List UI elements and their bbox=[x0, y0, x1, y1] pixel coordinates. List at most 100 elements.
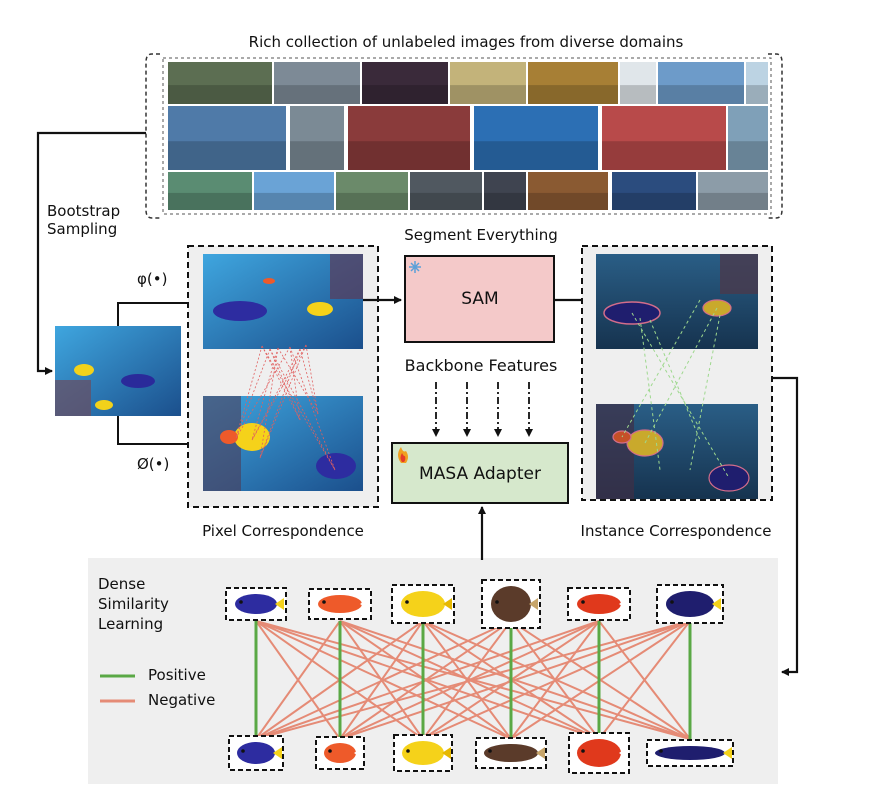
image-thumbnails bbox=[168, 62, 768, 210]
fish-tail bbox=[712, 598, 721, 610]
thumbnail-image bbox=[168, 172, 252, 210]
fish-body bbox=[491, 586, 531, 622]
thumbnail-shade bbox=[698, 192, 768, 210]
collection-bracket bbox=[145, 53, 160, 219]
pixel-match-line bbox=[259, 347, 279, 459]
thumbnail-shade bbox=[290, 141, 344, 170]
negative-line bbox=[598, 620, 691, 740]
fish-eye bbox=[581, 749, 585, 753]
sam-box bbox=[404, 255, 555, 343]
fish-eye bbox=[328, 749, 332, 753]
fish-body bbox=[237, 742, 275, 764]
dense-label-3: Learning bbox=[98, 615, 164, 633]
fish-tail bbox=[442, 747, 451, 759]
fish-body bbox=[484, 744, 538, 762]
negative-line bbox=[422, 620, 512, 740]
thumbnail-image bbox=[658, 62, 744, 104]
fish-eye bbox=[406, 749, 410, 753]
instance-match-line bbox=[644, 307, 718, 444]
fish-tail bbox=[619, 747, 628, 759]
thumbnail-image bbox=[484, 172, 526, 210]
fish-eye bbox=[581, 600, 585, 604]
fish-eye bbox=[659, 749, 663, 753]
fish-tail bbox=[275, 598, 284, 610]
thumbnail-shade bbox=[362, 85, 448, 104]
pixel-match-line bbox=[269, 348, 336, 471]
fish-body bbox=[402, 741, 444, 765]
thumbnail-shade bbox=[450, 85, 526, 104]
thumbnail-image bbox=[348, 106, 470, 170]
fish-eye bbox=[241, 749, 245, 753]
fish-body bbox=[318, 595, 362, 613]
negative-line bbox=[255, 620, 341, 740]
fish-eye bbox=[495, 600, 499, 604]
thumbnail-image bbox=[254, 172, 334, 210]
pixel-correspondence-lines bbox=[235, 344, 336, 471]
thumbnail-shade bbox=[728, 141, 768, 170]
pixel-match-line bbox=[277, 347, 319, 415]
instance-match-line bbox=[649, 319, 701, 441]
snowflake-icon bbox=[409, 261, 421, 273]
pixel-match-line bbox=[299, 348, 319, 415]
thumbnail-shade bbox=[274, 85, 360, 104]
fish-tail bbox=[536, 747, 545, 759]
thumbnail-image bbox=[474, 106, 598, 170]
thumbnail-image bbox=[528, 172, 608, 210]
segment-everything-label: Segment Everything bbox=[404, 226, 558, 244]
instance-match-line bbox=[621, 299, 701, 438]
thumbnail-shade bbox=[410, 192, 482, 210]
thumbnail-shade bbox=[620, 85, 656, 104]
thumbnail-shade bbox=[168, 192, 252, 210]
legend-positive-label: Positive bbox=[148, 666, 206, 684]
thumbnail-shade bbox=[336, 192, 408, 210]
thumbnail-image bbox=[168, 106, 286, 170]
pixel-match-line bbox=[269, 348, 301, 421]
bootstrap-arrow bbox=[36, 131, 146, 375]
fish-tail bbox=[723, 747, 732, 759]
thumbnail-image bbox=[274, 62, 360, 104]
pixel-match-line bbox=[289, 346, 301, 421]
thumbnail-image bbox=[602, 106, 726, 170]
thumbnail-image bbox=[728, 106, 768, 170]
fish-tail bbox=[529, 598, 538, 610]
thumbnail-shade bbox=[612, 192, 696, 210]
dense-label-1: Dense bbox=[98, 575, 146, 593]
instance-match-line bbox=[689, 314, 721, 471]
fish-tail bbox=[354, 747, 363, 759]
negative-line bbox=[339, 620, 691, 740]
fish-tail bbox=[360, 598, 369, 610]
return-arrow bbox=[772, 376, 799, 676]
thumbnail-shade bbox=[746, 85, 768, 104]
fish-tail bbox=[273, 747, 282, 759]
thumbnail-image bbox=[450, 62, 526, 104]
thumbnail-image bbox=[746, 62, 768, 104]
phi-top-label: φ(•) bbox=[137, 270, 168, 288]
pixel-match-line bbox=[235, 346, 291, 439]
pixel-match-line bbox=[251, 348, 301, 441]
negative-line bbox=[255, 620, 691, 740]
negative-line bbox=[255, 620, 600, 740]
instance-correspondence-lines bbox=[621, 299, 730, 479]
pixel-match-line bbox=[259, 344, 307, 459]
thumbnail-shade bbox=[484, 192, 526, 210]
thumbnail-shade bbox=[602, 141, 726, 170]
image-collection-frame bbox=[162, 57, 772, 215]
instance-crops-bottom bbox=[228, 732, 734, 774]
branch-theta bbox=[117, 416, 200, 445]
fish-eye bbox=[239, 600, 243, 604]
thumbnail-shade bbox=[474, 141, 598, 170]
masa-adapter-label: MASA Adapter bbox=[419, 464, 541, 484]
legend-negative-label: Negative bbox=[148, 691, 216, 709]
fish-body bbox=[666, 591, 714, 617]
thumbnail-shade bbox=[528, 192, 608, 210]
thumbnail-shade bbox=[254, 192, 334, 210]
fish-body bbox=[401, 591, 445, 617]
instance-crops-top bbox=[225, 579, 724, 629]
negative-line bbox=[255, 620, 512, 740]
thumbnail-shade bbox=[348, 141, 470, 170]
fish-tail bbox=[443, 598, 452, 610]
thumbnail-image bbox=[168, 62, 272, 104]
thumbnail-image bbox=[336, 172, 408, 210]
backbone-feature-arrows bbox=[432, 382, 533, 437]
